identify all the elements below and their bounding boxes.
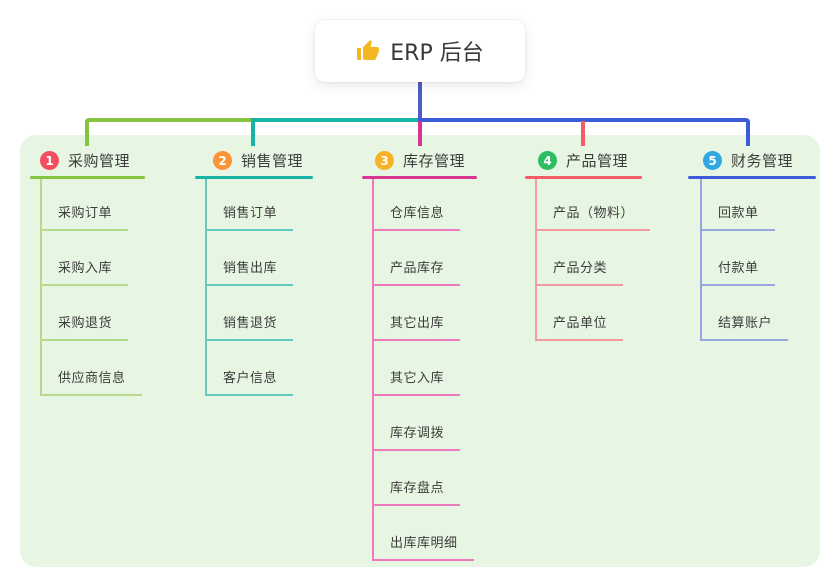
trunk-segment-middle bbox=[251, 118, 420, 122]
branch-underline bbox=[688, 176, 816, 179]
child-node[interactable]: 其它出库 bbox=[372, 315, 461, 341]
child-node[interactable]: 库存盘点 bbox=[372, 480, 461, 506]
branch-number-badge: 2 bbox=[213, 151, 232, 170]
child-node[interactable]: 出库库明细 bbox=[372, 535, 474, 561]
child-node[interactable]: 销售出库 bbox=[205, 260, 294, 286]
branch-number-badge: 4 bbox=[538, 151, 557, 170]
child-node[interactable]: 其它入库 bbox=[372, 370, 461, 396]
child-node[interactable]: 采购退货 bbox=[40, 315, 129, 341]
root-stem-line bbox=[418, 82, 422, 122]
branch-number-badge: 3 bbox=[375, 151, 394, 170]
branch-spine-line bbox=[205, 179, 207, 396]
branches-panel bbox=[20, 135, 820, 567]
child-node[interactable]: 产品分类 bbox=[535, 260, 624, 286]
branch-spine-line bbox=[535, 179, 537, 341]
root-node[interactable]: ERP 后台 bbox=[315, 20, 525, 82]
branch-title[interactable]: 4 产品管理 bbox=[538, 150, 628, 171]
child-node[interactable]: 采购入库 bbox=[40, 260, 129, 286]
child-node[interactable]: 采购订单 bbox=[40, 205, 129, 231]
child-node[interactable]: 库存调拨 bbox=[372, 425, 461, 451]
child-node[interactable]: 回款单 bbox=[700, 205, 775, 231]
branch-underline bbox=[195, 176, 313, 179]
branch-drop-line bbox=[85, 121, 89, 146]
branch-underline bbox=[525, 176, 642, 179]
child-node[interactable]: 销售订单 bbox=[205, 205, 294, 231]
trunk-segment-right bbox=[418, 118, 750, 122]
branch-spine-line bbox=[40, 179, 42, 396]
child-node[interactable]: 结算账户 bbox=[700, 315, 789, 341]
branch-title[interactable]: 3 库存管理 bbox=[375, 150, 465, 171]
child-node[interactable]: 销售退货 bbox=[205, 315, 294, 341]
branch-drop-line bbox=[581, 121, 585, 146]
branch-title[interactable]: 1 采购管理 bbox=[40, 150, 130, 171]
branch-title-label: 库存管理 bbox=[403, 152, 466, 170]
branch-underline bbox=[362, 176, 477, 179]
branch-title-label: 采购管理 bbox=[68, 152, 131, 170]
branch-spine-line bbox=[700, 179, 702, 341]
child-node[interactable]: 产品（物料） bbox=[535, 205, 651, 231]
child-node[interactable]: 客户信息 bbox=[205, 370, 294, 396]
trunk-segment-left bbox=[85, 118, 253, 122]
root-node-label: ERP 后台 bbox=[390, 41, 484, 66]
branch-number-badge: 1 bbox=[40, 151, 59, 170]
branch-title-label: 产品管理 bbox=[566, 152, 629, 170]
branch-title[interactable]: 2 销售管理 bbox=[213, 150, 303, 171]
branch-title[interactable]: 5 财务管理 bbox=[703, 150, 793, 171]
branch-spine-line bbox=[372, 179, 374, 561]
branch-title-label: 财务管理 bbox=[731, 152, 794, 170]
child-node[interactable]: 产品单位 bbox=[535, 315, 624, 341]
child-node[interactable]: 付款单 bbox=[700, 260, 775, 286]
branch-drop-line bbox=[251, 121, 255, 146]
child-node[interactable]: 产品库存 bbox=[372, 260, 461, 286]
thumbs-up-icon bbox=[356, 39, 380, 63]
branch-drop-line bbox=[418, 121, 422, 146]
child-node[interactable]: 供应商信息 bbox=[40, 370, 142, 396]
branch-underline bbox=[30, 176, 145, 179]
branch-title-label: 销售管理 bbox=[241, 152, 304, 170]
branch-drop-line bbox=[746, 121, 750, 146]
branch-number-badge: 5 bbox=[703, 151, 722, 170]
child-node[interactable]: 仓库信息 bbox=[372, 205, 461, 231]
